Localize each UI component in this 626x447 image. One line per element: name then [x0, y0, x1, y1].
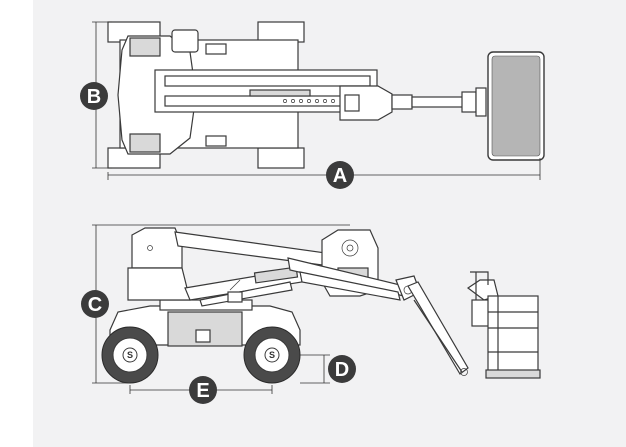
rear-wheel-logo: S [127, 350, 133, 360]
top-front-wheel-lower [257, 147, 305, 169]
label-b: B [87, 86, 101, 108]
dimension-d [300, 354, 330, 384]
label-e: E [196, 380, 209, 402]
top-view [107, 21, 545, 169]
side-view: S S [101, 227, 541, 384]
label-badge-d: D [328, 355, 356, 383]
top-jib [391, 94, 413, 110]
top-boom-holes [283, 99, 335, 103]
front-wheel-logo: S [269, 350, 275, 360]
side-platform [485, 295, 541, 379]
side-rear-wheel: S [101, 326, 159, 384]
side-jib-arm [407, 281, 469, 375]
side-counterweight [131, 227, 183, 269]
label-badge-b: B [80, 82, 108, 110]
label-c: C [88, 294, 102, 316]
side-front-wheel: S [243, 326, 301, 384]
top-front-wheel-upper [257, 21, 305, 43]
top-platform-floor [491, 55, 541, 157]
label-badge-c: C [81, 290, 109, 318]
label-badge-a: A [326, 161, 354, 189]
side-lower-boom [174, 231, 346, 269]
dimension-a [107, 158, 541, 180]
label-a: A [333, 165, 347, 187]
label-badge-e: E [189, 376, 217, 404]
label-d: D [335, 359, 349, 381]
